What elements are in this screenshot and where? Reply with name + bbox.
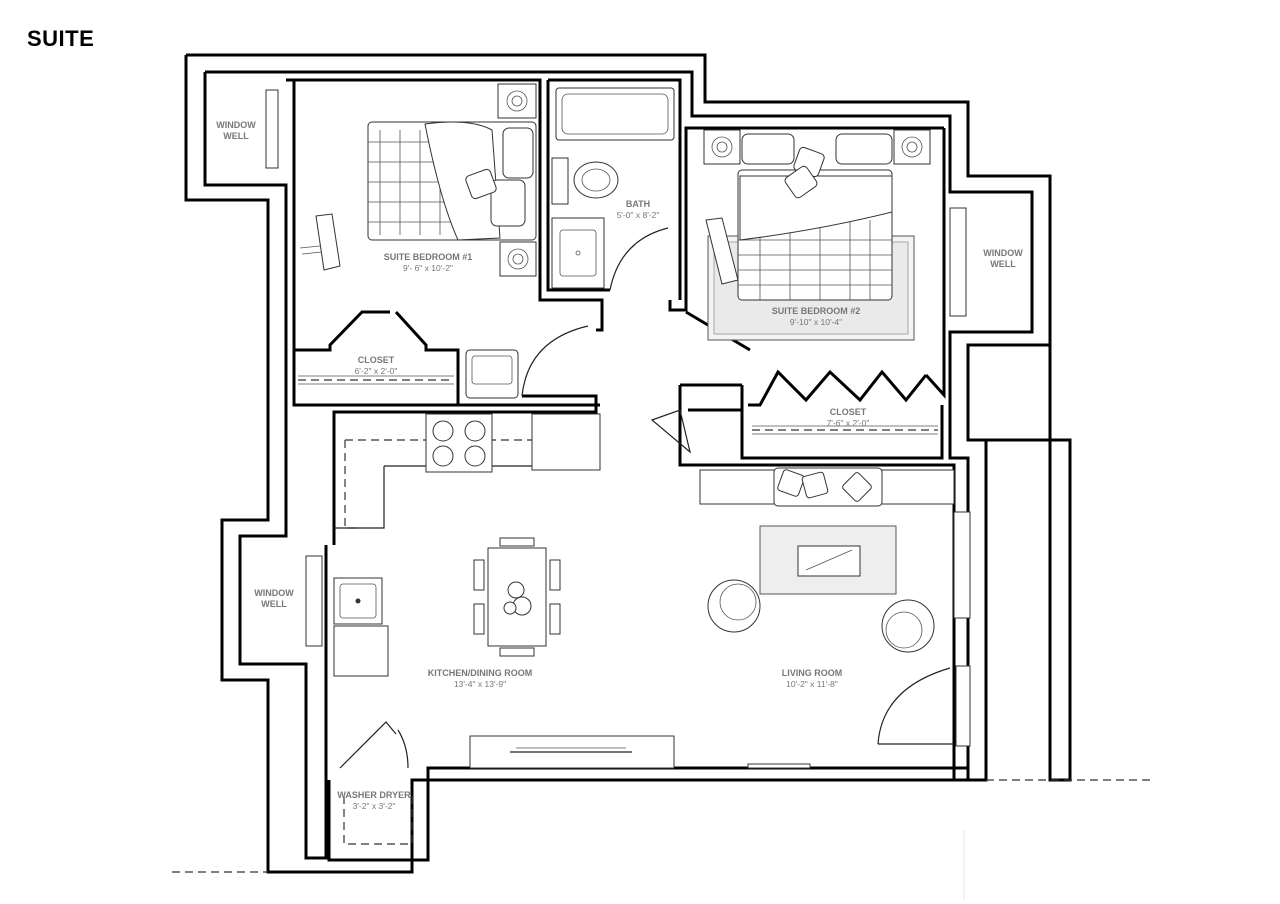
laundry-door [339,721,397,769]
svg-text:SUITE BEDROOM #1: SUITE BEDROOM #1 [384,252,473,262]
dining-table [473,537,561,657]
window-well-label-2: WINDOW WELL [983,248,1023,269]
armchair-right [881,599,935,653]
svg-text:CLOSET: CLOSET [830,407,867,417]
tv-console [469,735,675,769]
stove [425,413,493,473]
svg-text:LIVING ROOM: LIVING ROOM [782,668,843,678]
bath-sink [551,217,605,289]
svg-text:13'-4" x 13'-9": 13'-4" x 13'-9" [454,679,506,689]
bathtub [555,87,675,141]
armchair [465,349,519,399]
svg-text:WINDOW: WINDOW [254,588,294,598]
page-title: SUITE [27,26,95,51]
svg-text:BATH: BATH [626,199,650,209]
sofa [699,467,955,507]
interior-walls [286,78,956,780]
living-label: LIVING ROOM 10'-2" x 11'-8" [782,668,843,689]
svg-text:WINDOW: WINDOW [216,120,256,130]
closet-2-label: CLOSET 7'-6" x 2'-0" [827,407,870,428]
kitchen-sink [333,577,383,625]
svg-text:7'-6" x 2'-0": 7'-6" x 2'-0" [827,418,870,428]
toilet [551,157,619,205]
armchair-left [707,579,761,633]
bath-door [609,227,669,291]
bed-2 [703,129,931,301]
svg-text:WELL: WELL [261,599,287,609]
hall-closet-door [650,409,692,454]
svg-text:6'-2" x 2'-0": 6'-2" x 2'-0" [355,366,398,376]
kitchen-label: KITCHEN/DINING ROOM 13'-4" x 13'-9" [428,668,533,689]
exterior-walls [184,53,1072,874]
bedroom-1-label: SUITE BEDROOM #1 9'- 6" x 10'-2" [384,252,473,273]
svg-text:9'-10" x 10'-4": 9'-10" x 10'-4" [790,317,842,327]
heater [747,763,811,769]
window-well-label-3: WINDOW WELL [254,588,294,609]
svg-text:SUITE BEDROOM #2: SUITE BEDROOM #2 [772,306,861,316]
dishwasher [333,625,389,677]
living-rug [759,525,897,595]
svg-text:WINDOW: WINDOW [983,248,1023,258]
bedroom-2-label: SUITE BEDROOM #2 9'-10" x 10'-4" [772,306,861,327]
bedroom-1-door [521,325,589,397]
windows [265,89,971,747]
laundry-label: WASHER DRYER 3'-2" x 3'-2" [337,790,411,811]
svg-text:WASHER DRYER: WASHER DRYER [337,790,411,800]
svg-text:KITCHEN/DINING ROOM: KITCHEN/DINING ROOM [428,668,533,678]
svg-text:WELL: WELL [990,259,1016,269]
svg-text:10'-2" x 11'-8": 10'-2" x 11'-8" [786,679,838,689]
closet-2-rod [752,425,938,435]
svg-text:5'-0" x 8'-2": 5'-0" x 8'-2" [617,210,660,220]
svg-text:9'- 6" x 10'-2": 9'- 6" x 10'-2" [403,263,453,273]
svg-text:3'-2" x 3'-2": 3'-2" x 3'-2" [353,801,396,811]
chair-1 [299,213,341,271]
washer-dryer [343,796,413,845]
bath-label: BATH 5'-0" x 8'-2" [617,199,660,220]
bed-1 [367,83,537,277]
chair-2 [705,217,739,285]
kitchen-counters [334,413,601,529]
svg-text:WELL: WELL [223,131,249,141]
closet-1-rod [298,375,454,385]
closet-1-label: CLOSET 6'-2" x 2'-0" [355,355,398,376]
svg-text:CLOSET: CLOSET [358,355,395,365]
window-well-label-1: WINDOW WELL [216,120,256,141]
